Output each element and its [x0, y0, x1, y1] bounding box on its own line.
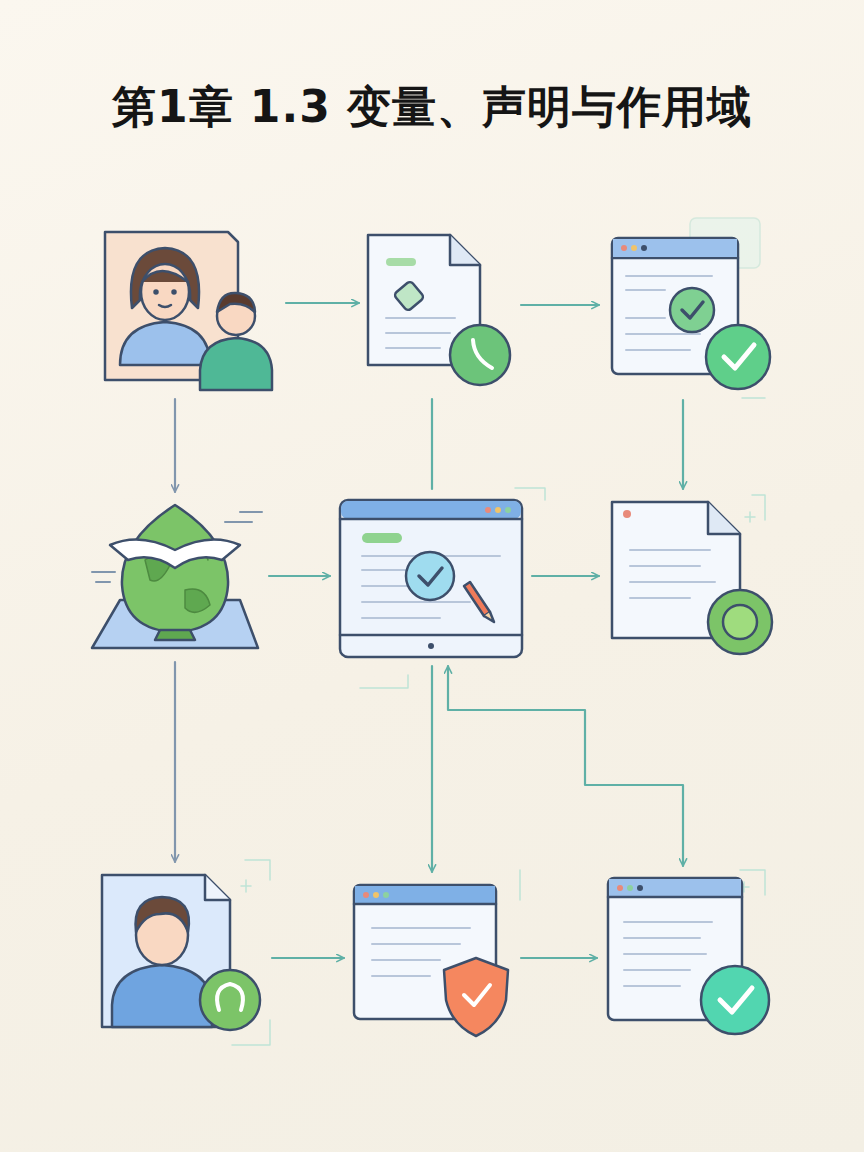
flow-arrow [286, 302, 359, 304]
icon-node [100, 228, 280, 393]
flow-arrow [532, 575, 599, 577]
icon-node [605, 232, 775, 394]
flow-arrow [521, 957, 597, 959]
flow-arrow [174, 662, 176, 862]
flow-arrow [269, 575, 330, 577]
icon-node [605, 495, 780, 647]
chapter-title: 第1章 1.3 变量、声明与作用域 [0, 78, 864, 137]
flow-arrow [521, 304, 599, 306]
flow-arrow [448, 666, 683, 866]
flow-arrow [174, 399, 176, 492]
icon-node [336, 495, 526, 660]
flow-arrow [431, 666, 433, 872]
flow-arrow [272, 957, 344, 959]
icon-node [350, 878, 515, 1043]
icon-node [88, 498, 263, 656]
icon-node [98, 868, 266, 1036]
flow-arrow [682, 400, 684, 489]
icon-node [603, 872, 778, 1042]
flow-arrow [431, 399, 433, 489]
icon-node [365, 228, 515, 393]
